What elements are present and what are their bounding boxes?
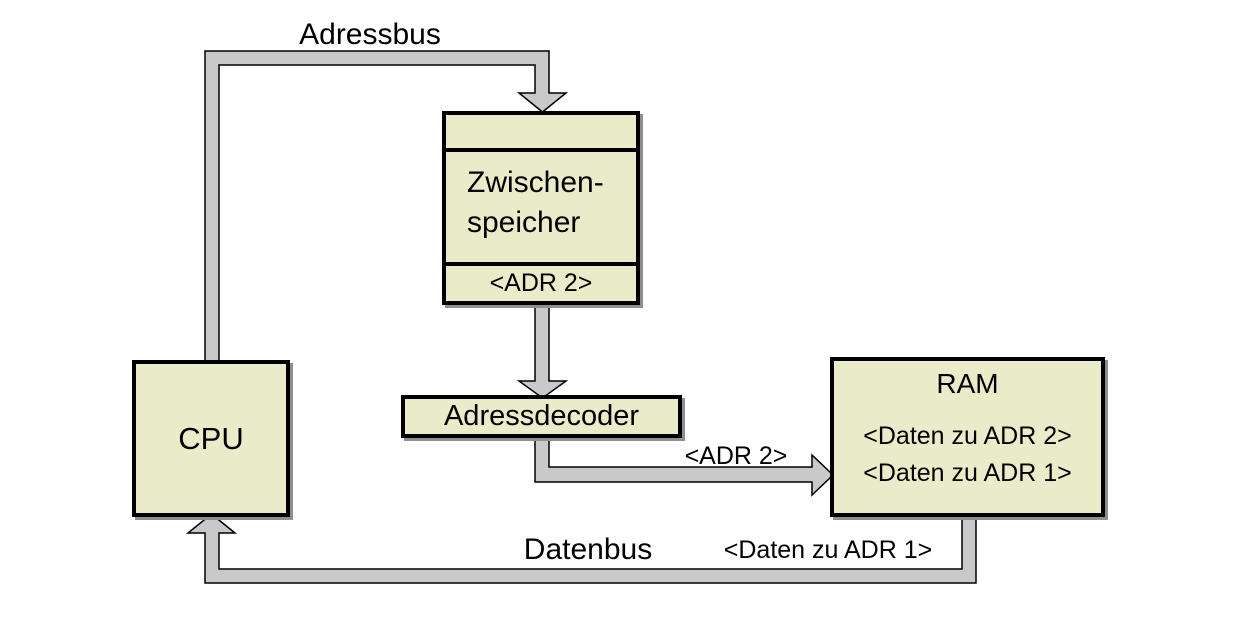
data-bus-line — [185, 512, 977, 584]
ram-label: RAM — [936, 368, 999, 399]
adr2-bus-label: <ADR 2> — [684, 442, 788, 470]
buffer-box: Zwischen- speicher <ADR 2> — [442, 111, 640, 305]
decoder-label: Adressdecoder — [443, 400, 640, 432]
ram-box: RAM <Daten zu ADR 2> <Daten zu ADR 1> — [830, 357, 1105, 517]
ram-data-row-adr1: <Daten zu ADR 1> — [863, 459, 1072, 487]
buffer-title-line2: speicher — [467, 206, 581, 239]
buffer-empty-slot — [446, 115, 636, 152]
buffer-title-line1: Zwischen- — [467, 166, 604, 199]
address-bus-line — [204, 50, 569, 363]
ram-data-row-adr2: <Daten zu ADR 2> — [863, 422, 1072, 450]
buffer-adr-slot: <ADR 2> — [489, 269, 593, 297]
decoder-box: Adressdecoder — [401, 395, 682, 438]
buffer-title: Zwischen- speicher — [446, 152, 636, 266]
data-bus-label: Datenbus — [523, 533, 653, 566]
cpu-label: CPU — [178, 420, 244, 456]
cpu-box: CPU — [132, 360, 290, 517]
address-bus-label: Adressbus — [299, 18, 441, 51]
daten-adr1-bus-label: <Daten zu ADR 1> — [723, 536, 933, 564]
buffer-to-decoder-arrow — [516, 299, 569, 399]
decoder-to-ram-arrow — [534, 433, 835, 497]
